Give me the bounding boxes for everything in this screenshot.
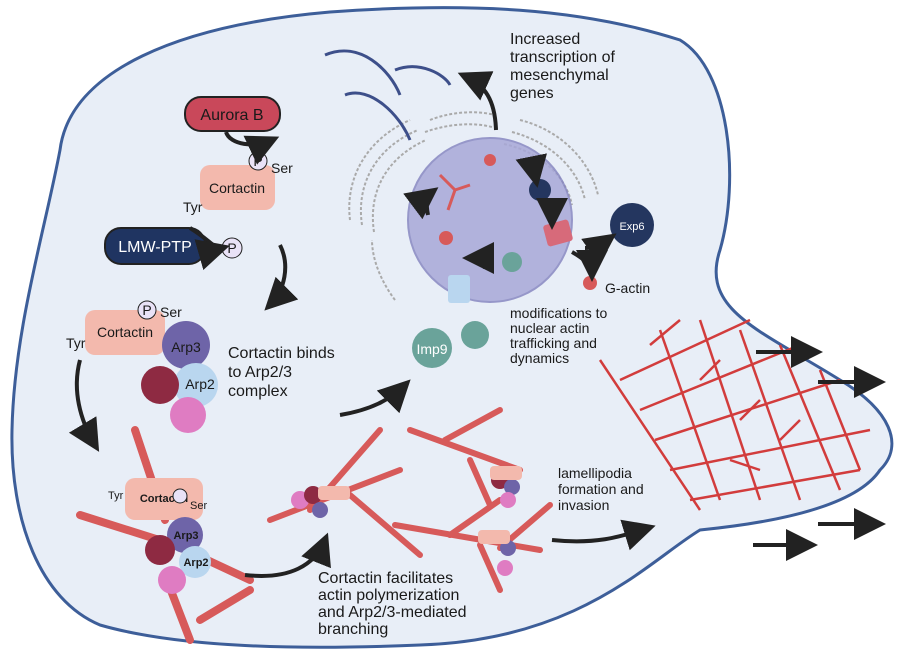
cortactin-bottom-shape (125, 478, 203, 520)
lamellipodia-line-1: lamellipodia (558, 465, 632, 481)
facilitates-line-2: actin polymerization (318, 587, 459, 604)
transcription-line-2: transcription of (510, 49, 615, 66)
arp2-mid-shape (174, 363, 218, 407)
lamellipodia-actin-mesh (598, 318, 871, 511)
facilitates-text: Cortactin facilitates actin polymerizati… (318, 570, 471, 638)
cortactin-mid-label: Cortactin (97, 324, 153, 340)
transcription-line-1: Increased (510, 31, 580, 48)
phospho-mid-label: P (142, 302, 151, 318)
phospho-bottom (172, 488, 188, 504)
imp9-label: Imp9 (416, 341, 447, 357)
arp-complexes-network (291, 471, 520, 576)
nuclear-imp9-complex (502, 252, 522, 272)
mrna-strands (324, 49, 452, 141)
arp2-bottom-shape (179, 546, 211, 578)
cortactin-top-shape (200, 165, 275, 210)
arp-bottom-pink (158, 566, 186, 594)
aurora-b-box (184, 96, 281, 132)
arp-complex-pink (170, 397, 206, 433)
tyr-mid-label: Tyr (66, 335, 86, 351)
arp3-mid-shape (162, 321, 210, 369)
nuclear-line-2: nuclear actin (510, 320, 589, 336)
imp9-shape (412, 328, 452, 368)
g-actin-shape (583, 276, 597, 290)
cortactin-mid-shape (85, 310, 165, 355)
phospho-released-label: P (227, 240, 236, 256)
nuclear-text: modifications to nuclear actin trafficki… (510, 305, 611, 366)
nuclear-line-3: trafficking and (510, 335, 597, 351)
imp9-shape-2 (461, 321, 489, 349)
actin-network-center (267, 407, 553, 593)
exp6-shape (610, 203, 654, 247)
nuclear-pore-import (448, 275, 470, 303)
cortactin-top-label: Cortactin (209, 180, 265, 196)
nuclear-complex (529, 179, 551, 201)
lamellipodia-line-3: invasion (558, 497, 609, 513)
aurora-b-label: Aurora B (200, 107, 263, 124)
lamellipodia-line-2: formation and (558, 481, 644, 497)
phospho-mid (137, 300, 157, 320)
ser-top-label: Ser (271, 160, 293, 176)
nuclear-actin (438, 173, 471, 211)
process-arrows (68, 71, 886, 578)
nuclear-line-1: modifications to (510, 305, 607, 321)
binds-line-1: Cortactin binds (228, 345, 335, 362)
cortactin-network (318, 466, 522, 544)
arp2-mid-label: Arp2 (185, 376, 215, 392)
exp6-label: Exp6 (619, 221, 644, 233)
arp-complex-dark (141, 366, 179, 404)
binds-text: Cortactin binds to Arp2/3 complex (228, 345, 339, 400)
nuclear-actin-monomer-2 (439, 231, 453, 245)
nuclear-actin-monomer (484, 154, 496, 166)
arp3-bottom-label: Arp3 (173, 530, 198, 542)
tyr-top-label: Tyr (183, 199, 203, 215)
tyr-bottom-label: Tyr (108, 490, 124, 502)
facilitates-line-3: and Arp2/3-mediated (318, 604, 467, 621)
arp2-bottom-label: Arp2 (183, 557, 208, 569)
arp3-bottom-shape (167, 517, 203, 553)
transcription-text: Increased transcription of mesenchymal g… (510, 31, 619, 102)
facilitates-line-4: branching (318, 621, 388, 638)
binds-line-3: complex (228, 383, 288, 400)
ser-bottom-label: Ser (190, 500, 207, 512)
arp-bottom-dark (145, 535, 175, 565)
transcription-line-4: genes (510, 85, 554, 102)
transcription-line-3: mesenchymal (510, 67, 609, 84)
phospho-top-label: P (253, 153, 262, 169)
g-actin-label: G-actin (605, 280, 650, 296)
lamellipodia-text: lamellipodia formation and invasion (558, 465, 648, 513)
facilitates-line-1: Cortactin facilitates (318, 570, 453, 587)
nuclear-line-4: dynamics (510, 350, 569, 366)
binds-line-2: to Arp2/3 (228, 364, 292, 381)
ser-mid-label: Ser (160, 304, 182, 320)
lmw-ptp-label: LMW-PTP (118, 239, 191, 256)
arp3-mid-label: Arp3 (171, 339, 201, 355)
